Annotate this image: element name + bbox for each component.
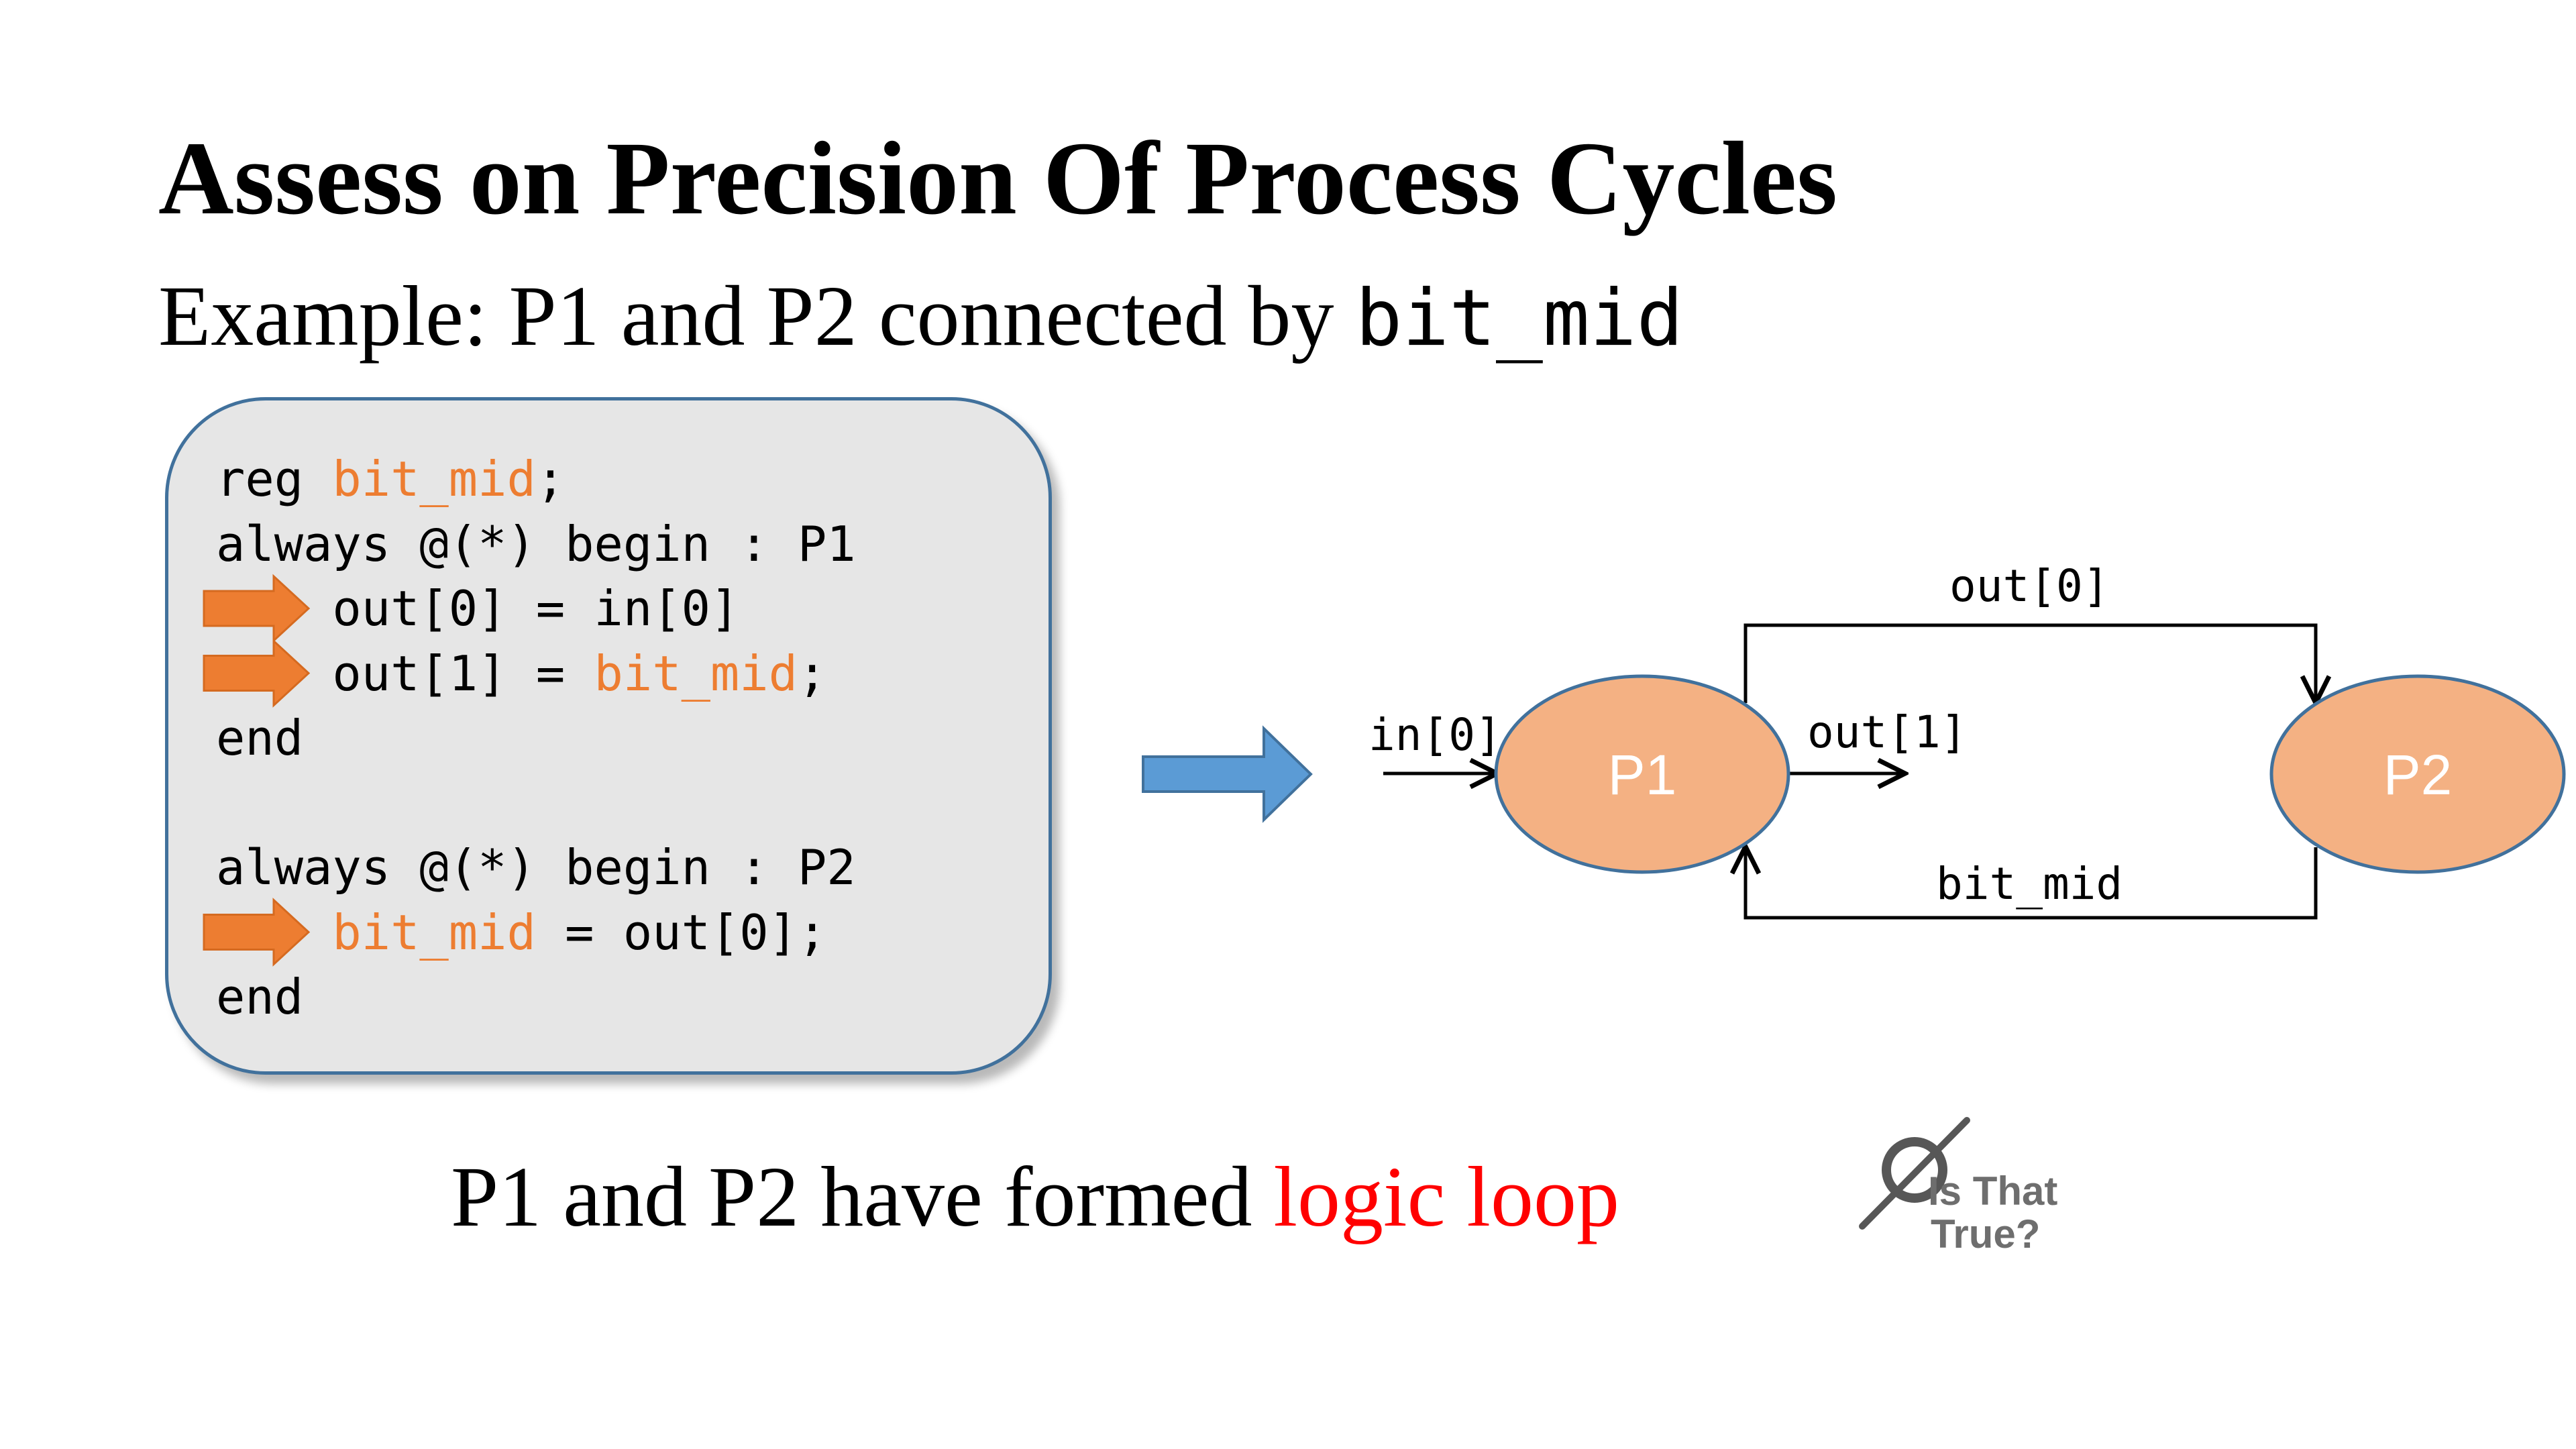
marker-arrow-icon	[203, 898, 311, 967]
code-line: out[0] = in[0]	[216, 584, 739, 633]
code-line: always @(*) begin : P2	[216, 843, 856, 892]
edge-label-bit-mid: bit_mid	[1936, 858, 2123, 910]
code-markers	[203, 574, 311, 967]
edge-label-out1: out[1]	[1807, 706, 1967, 758]
code-line: out[1] = bit_mid;	[216, 649, 826, 698]
code-text: out[1] =	[216, 645, 594, 702]
is-that-true-logo: Is That True?	[1859, 1117, 2057, 1256]
node-p1-label: P1	[1608, 743, 1677, 806]
code-text: ;	[797, 645, 827, 702]
code-text: always @(*) begin : P2	[216, 839, 856, 896]
subtitle-text: Example: P1 and P2 connected by	[158, 268, 1356, 364]
check-stroke-icon	[1859, 1117, 1970, 1230]
code-text: always @(*) begin : P1	[216, 515, 856, 572]
code-highlight: bit_mid	[332, 904, 536, 961]
slide-title: Assess on Precision Of Process Cycles	[158, 120, 1837, 236]
logo-line2: True?	[1931, 1212, 2040, 1256]
transform-arrow-icon	[1142, 725, 1313, 823]
code-text: ;	[535, 451, 566, 507]
conclusion-prefix: P1 and P2 have formed	[451, 1149, 1274, 1244]
code-line: always @(*) begin : P1	[216, 520, 856, 568]
subtitle-code: bit_mid	[1355, 273, 1684, 364]
conclusion-text: P1 and P2 have formed logic loop	[451, 1154, 1619, 1240]
edge-out0	[1743, 623, 2316, 703]
logo-line1: Is That	[1928, 1169, 2057, 1214]
code-highlight: bit_mid	[594, 645, 798, 702]
conclusion-highlight: logic loop	[1273, 1149, 1619, 1244]
slide-subtitle: Example: P1 and P2 connected by bit_mid	[158, 273, 1683, 359]
code-text: end	[216, 969, 304, 1025]
marker-arrow-icon	[203, 574, 311, 643]
node-p1: P1	[1494, 674, 1790, 874]
code-line: reg bit_mid;	[216, 455, 565, 503]
code-text: = out[0];	[535, 904, 827, 961]
edge-label-out0: out[0]	[1949, 560, 2109, 612]
code-line: bit_mid = out[0];	[216, 908, 826, 957]
code-highlight: bit_mid	[332, 451, 536, 507]
node-p2-label: P2	[2383, 743, 2453, 806]
code-text: out[0] = in[0]	[216, 580, 740, 637]
code-line: end	[216, 973, 303, 1021]
edge-label-in0: in[0]	[1368, 709, 1502, 761]
code-text: reg	[216, 451, 333, 507]
edge-bit-mid	[1746, 847, 2318, 920]
code-line: end	[216, 714, 303, 762]
code-box	[165, 397, 1052, 1075]
node-p2: P2	[2269, 674, 2566, 874]
code-text: end	[216, 710, 304, 766]
marker-arrow-icon	[203, 639, 311, 708]
magnifier-icon	[1882, 1137, 1947, 1203]
